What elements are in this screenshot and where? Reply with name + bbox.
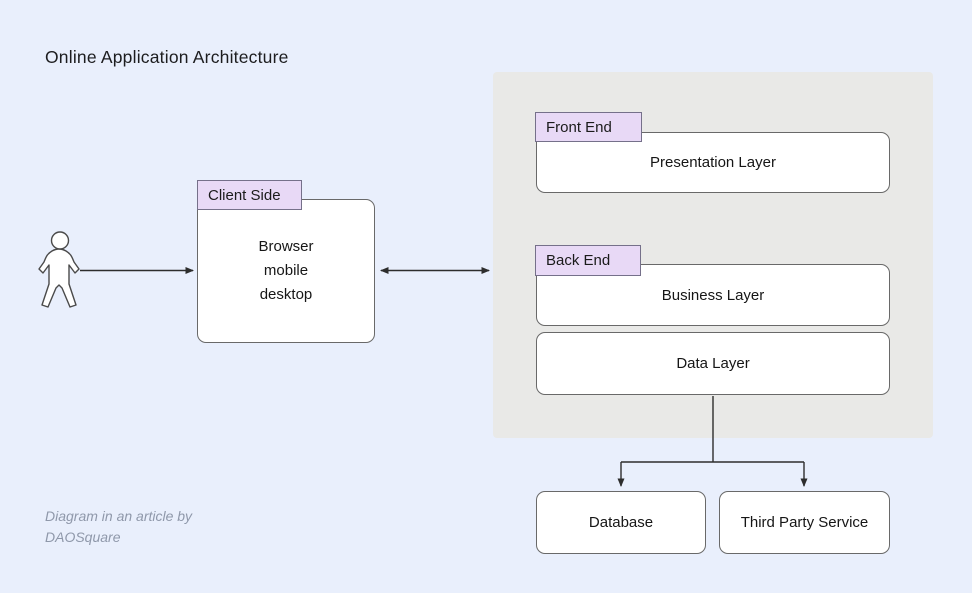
attribution-line-2: DAOSquare bbox=[45, 529, 121, 545]
client-line-mobile: mobile bbox=[263, 262, 309, 279]
client-line-desktop: desktop bbox=[259, 286, 313, 303]
business-layer-box: Business Layer bbox=[536, 264, 890, 326]
attribution-line-1: Diagram in an article by bbox=[45, 508, 193, 524]
third-party-service-box: Third Party Service bbox=[719, 491, 890, 554]
database-box: Database bbox=[536, 491, 706, 554]
attribution-text: Diagram in an article by DAOSquare bbox=[45, 506, 192, 548]
presentation-layer-box: Presentation Layer bbox=[536, 132, 890, 193]
client-box: Browser mobile desktop bbox=[197, 199, 375, 343]
client-side-tab: Client Side bbox=[197, 180, 302, 210]
back-end-tab: Back End bbox=[535, 245, 641, 276]
front-end-tab: Front End bbox=[535, 112, 642, 142]
page-title: Online Application Architecture bbox=[45, 47, 289, 67]
client-line-browser: Browser bbox=[258, 238, 314, 255]
person-icon bbox=[38, 231, 80, 308]
data-layer-box: Data Layer bbox=[536, 332, 890, 395]
client-box-text: Browser mobile desktop bbox=[258, 235, 313, 307]
